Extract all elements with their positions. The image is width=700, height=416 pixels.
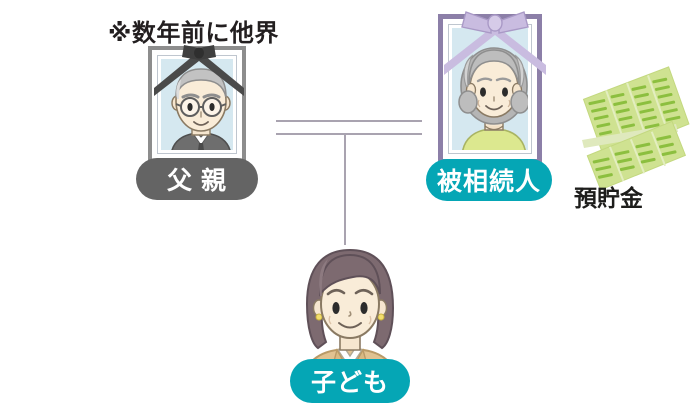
marriage-line-top <box>276 120 422 122</box>
node-mother: 被相続人 <box>426 11 552 201</box>
bankbook-icon <box>582 66 690 191</box>
node-father: 父 親 <box>136 45 258 200</box>
node-bankbook: 預貯金 <box>566 66 694 211</box>
mother-memorial-ribbon <box>444 11 546 75</box>
child-label-text: 子ども <box>310 369 389 397</box>
deceased-note: ※数年前に他界 <box>108 20 279 47</box>
mother-memorial-frame <box>438 11 546 164</box>
bankbook-label: 預貯金 <box>574 185 643 211</box>
descent-line <box>344 133 346 245</box>
mother-portrait-photo <box>452 28 528 150</box>
mother-portrait-illustration <box>458 47 528 150</box>
father-mourning-ribbon <box>154 45 244 96</box>
father-memorial-frame <box>148 45 246 163</box>
father-label-text: 父 親 <box>167 167 227 195</box>
father-label-badge: 父 親 <box>136 158 258 200</box>
father-portrait-illustration <box>171 68 231 150</box>
marriage-line-bottom <box>276 133 422 135</box>
mother-label-text: 被相続人 <box>436 168 541 196</box>
mother-label-badge: 被相続人 <box>426 159 552 201</box>
node-child: 子ども <box>290 238 410 403</box>
child-label-badge: 子ども <box>290 359 410 403</box>
